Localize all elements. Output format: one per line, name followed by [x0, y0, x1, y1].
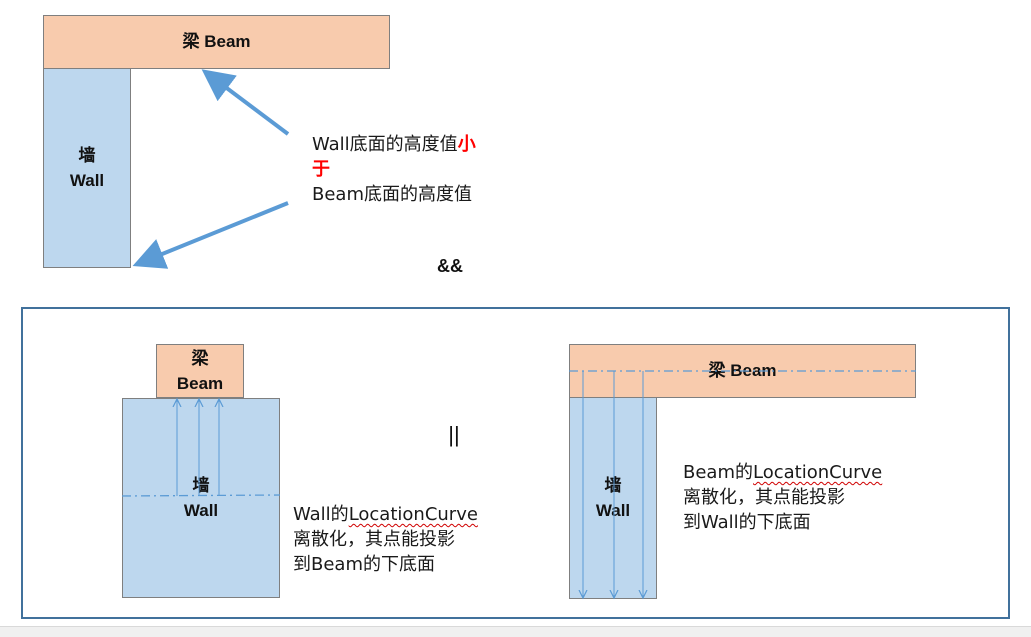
right-note-line1: Beam的LocationCurve	[683, 460, 882, 485]
left-note-line1-prefix: Wall的	[293, 504, 349, 525]
window-bottom-bar	[0, 626, 1031, 637]
or-symbol: ||	[448, 422, 460, 447]
and-connector: &&	[437, 256, 463, 276]
left-note-term: LocationCurve	[348, 504, 478, 525]
left-note-line3: 到Beam的下底面	[293, 554, 435, 575]
top-note-highlight-2: 于	[312, 159, 330, 180]
right-note-line1-prefix: Beam的	[683, 462, 753, 483]
left-wall	[122, 398, 280, 598]
right-wall-label-cn: 墙	[604, 476, 622, 495]
left-beam	[156, 344, 244, 398]
arrow-to-wall-bottom	[132, 201, 289, 269]
left-wall-location-curve	[121, 494, 281, 497]
left-wall-label-en: Wall	[183, 501, 219, 520]
top-note-line3: Beam底面的高度值	[312, 184, 472, 205]
top-note-line1-prefix: Wall底面的高度值	[312, 134, 458, 155]
right-note-line3: 到Wall的下底面	[683, 512, 811, 533]
right-wall	[569, 397, 657, 599]
right-note-term: LocationCurve	[753, 462, 883, 483]
top-wall	[43, 68, 131, 268]
top-note-highlight-1: 小	[457, 134, 476, 155]
top-wall-label-cn: 墙	[78, 146, 96, 165]
top-beam	[43, 15, 390, 69]
left-beam-label-en: Beam	[176, 374, 224, 393]
right-wall-label-en: Wall	[595, 501, 631, 520]
top-note-line1: Wall底面的高度值小	[312, 132, 476, 157]
left-wall-label-cn: 墙	[192, 476, 210, 495]
left-note-line2: 离散化，其点能投影	[293, 529, 455, 550]
right-note-line2: 离散化，其点能投影	[683, 487, 845, 508]
conditions-frame	[21, 307, 1010, 619]
arrow-to-beam-bottom	[201, 69, 290, 136]
top-wall-label-en: Wall	[69, 171, 105, 190]
top-beam-label: 梁 Beam	[182, 32, 251, 51]
left-note-line1: Wall的LocationCurve	[293, 502, 478, 527]
left-beam-label-cn: 梁	[191, 349, 209, 368]
